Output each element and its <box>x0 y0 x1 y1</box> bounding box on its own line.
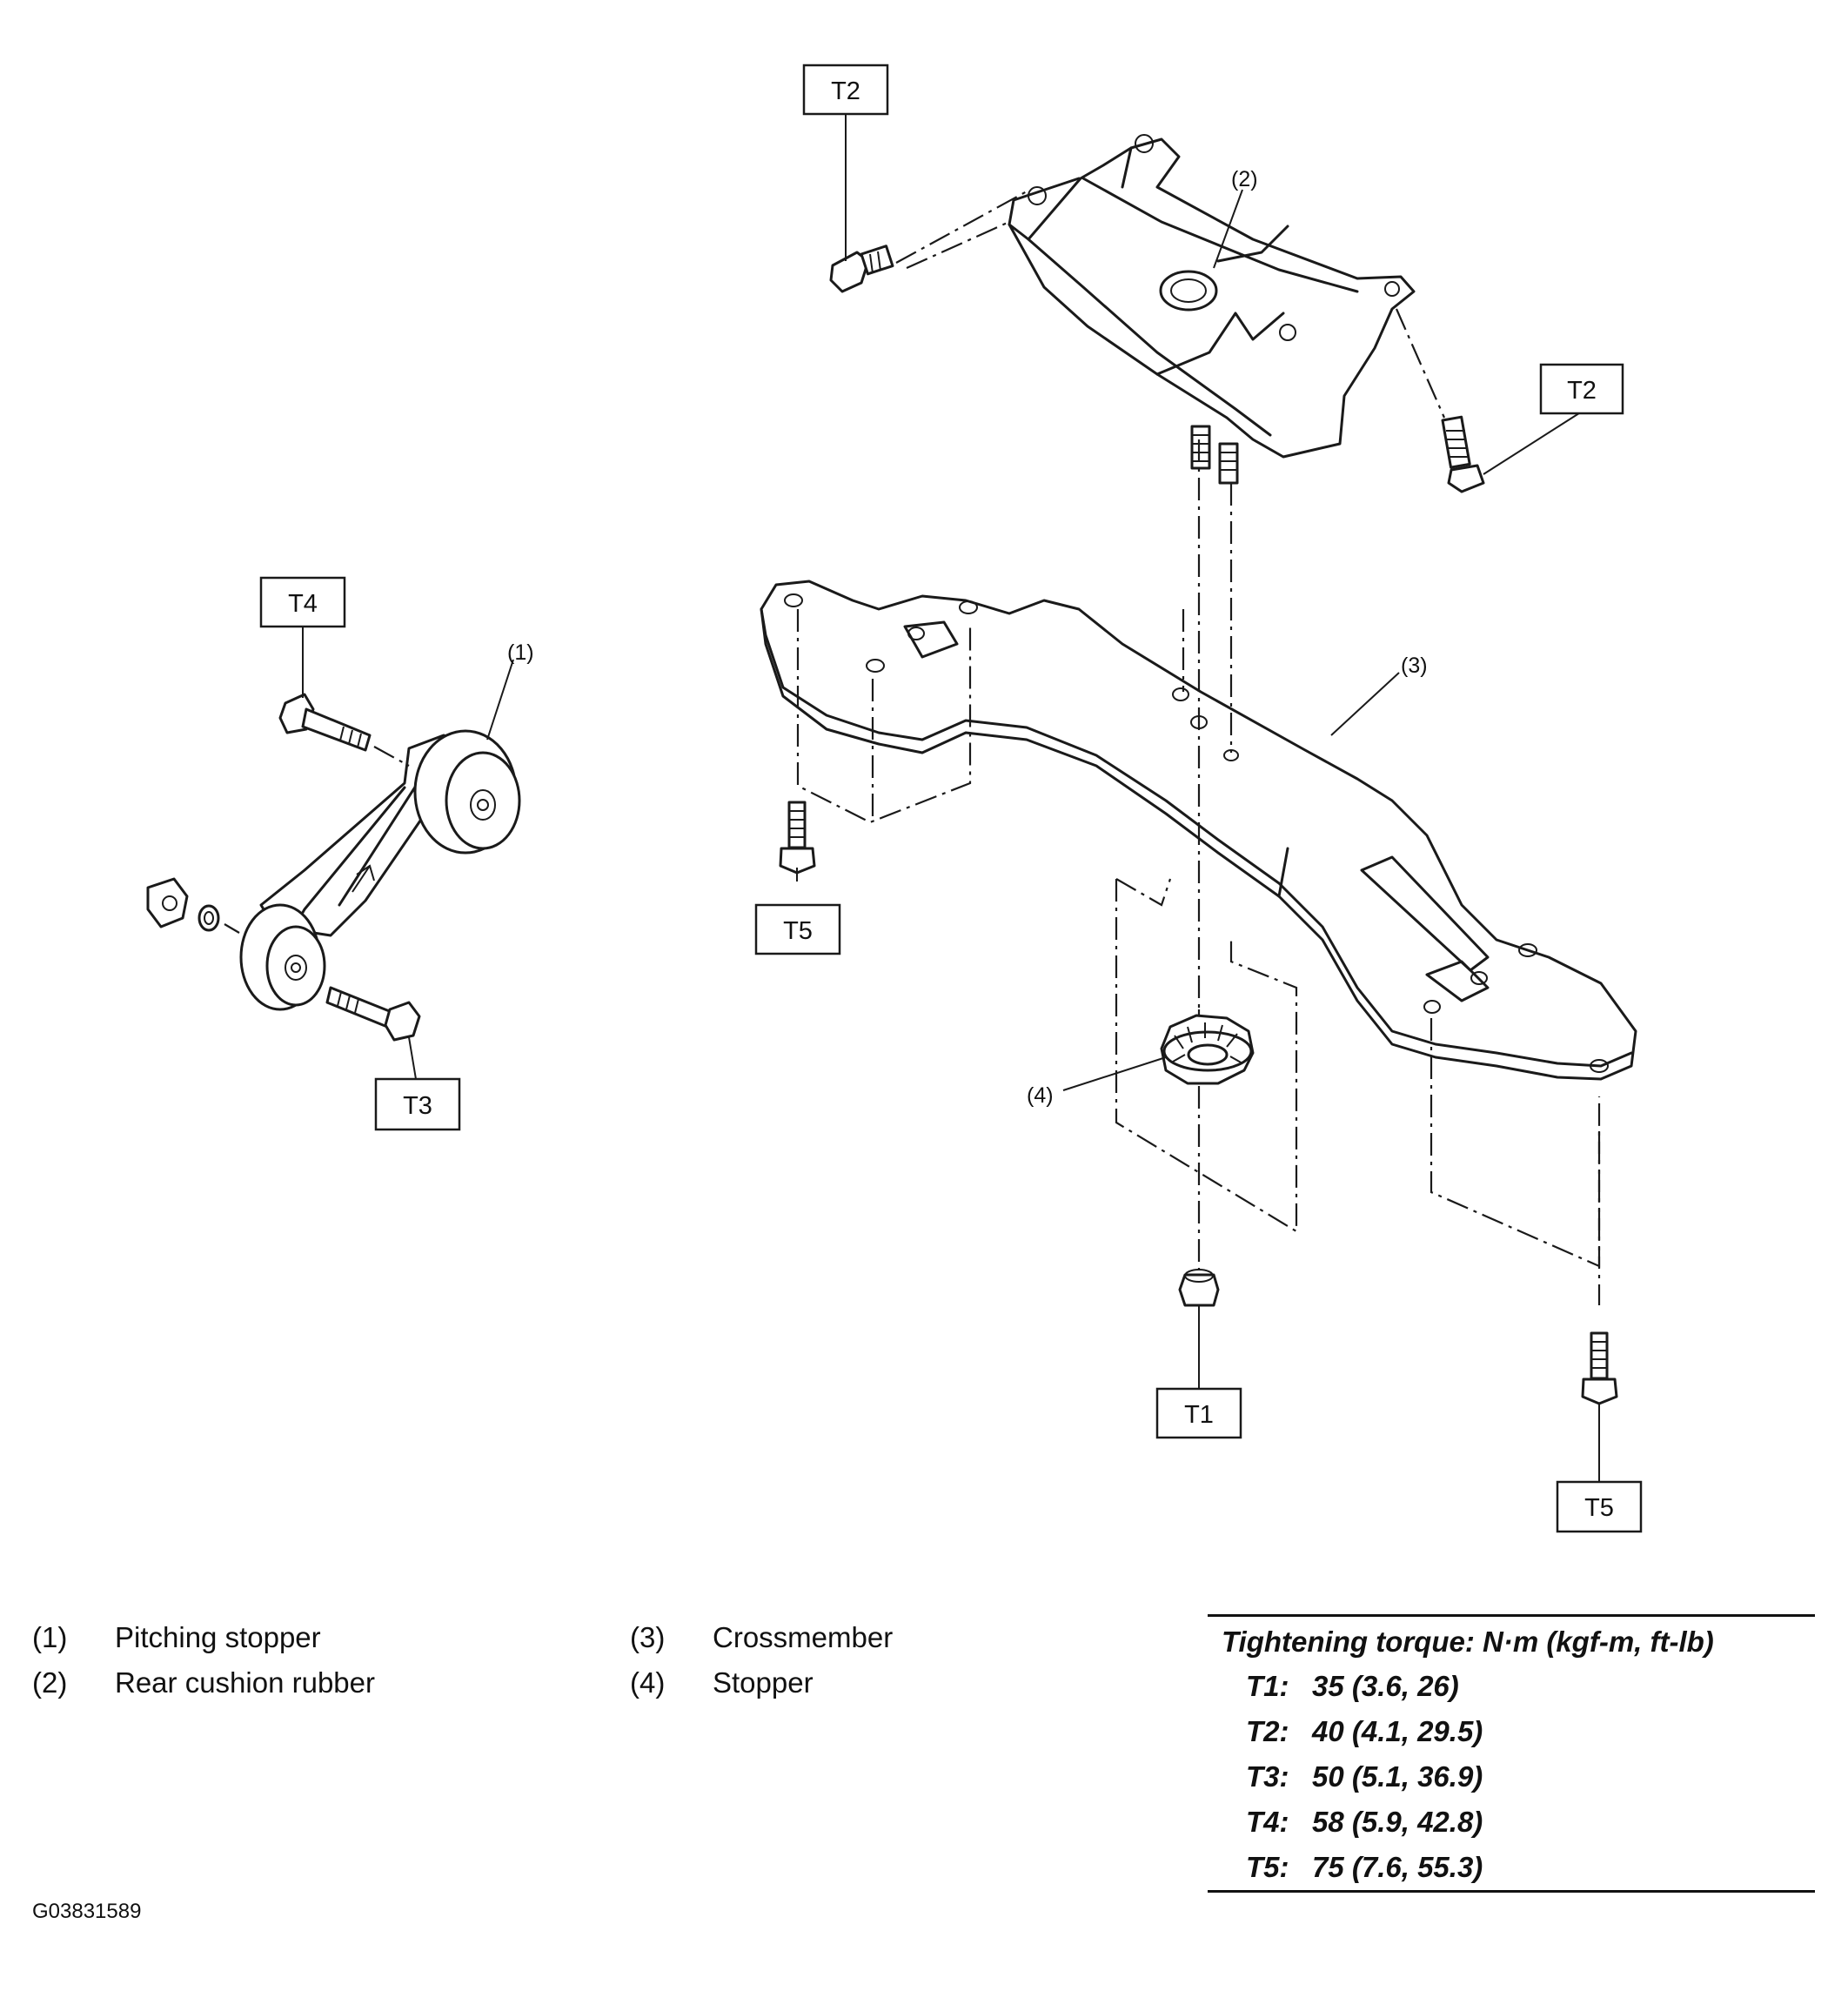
torque-row: T3: 50 (5.1, 36.9) <box>1208 1754 1815 1800</box>
torque-row: T5: 75 (7.6, 55.3) <box>1208 1845 1815 1890</box>
torque-key: T5: <box>1246 1851 1289 1883</box>
nut-t1 <box>1178 1269 1220 1307</box>
pitching-stopper <box>239 729 521 1011</box>
nut-and-washer <box>146 877 220 932</box>
callout-t2-top: T2 <box>802 64 889 116</box>
legend-num: (3) <box>630 1621 666 1653</box>
figure-id: G03831589 <box>32 1900 142 1923</box>
torque-value: 58 (5.9, 42.8) <box>1312 1806 1483 1838</box>
legend-item: (2) Rear cushion rubber <box>32 1660 375 1706</box>
legend-name: Pitching stopper <box>115 1621 321 1653</box>
torque-key: T3: <box>1246 1760 1289 1793</box>
torque-value: 75 (7.6, 55.3) <box>1312 1851 1483 1883</box>
torque-row: T1: 35 (3.6, 26) <box>1208 1664 1815 1709</box>
torque-row: T2: 40 (4.1, 29.5) <box>1208 1709 1815 1754</box>
svg-text:T2: T2 <box>1567 377 1597 405</box>
svg-text:T3: T3 <box>403 1092 432 1120</box>
part-number-2: (2) <box>1231 167 1258 191</box>
legend-num: (4) <box>630 1666 666 1699</box>
bolt-t2-right <box>1441 415 1485 493</box>
svg-text:T5: T5 <box>1584 1494 1614 1522</box>
svg-text:T2: T2 <box>831 77 860 105</box>
bolt-t4 <box>278 693 372 752</box>
torque-value: 40 (4.1, 29.5) <box>1312 1715 1483 1747</box>
callout-t1: T1 <box>1155 1387 1242 1439</box>
part-number-1: (1) <box>507 640 534 665</box>
stopper <box>1160 1014 1255 1085</box>
callout-t5-left: T5 <box>754 903 841 955</box>
legend-item: (3) Crossmember <box>630 1615 893 1660</box>
legend-left: (1) Pitching stopper (2) Rear cushion ru… <box>32 1615 375 1706</box>
svg-text:T4: T4 <box>288 590 318 618</box>
callout-t2-right: T2 <box>1539 363 1624 415</box>
legend-item: (4) Stopper <box>630 1660 893 1706</box>
torque-key: T1: <box>1246 1670 1289 1702</box>
legend-name: Stopper <box>713 1666 814 1699</box>
torque-key: T4: <box>1246 1806 1289 1838</box>
svg-text:T5: T5 <box>783 917 813 945</box>
legend-name: Crossmember <box>713 1621 894 1653</box>
svg-text:T1: T1 <box>1184 1401 1214 1429</box>
torque-header: Tightening torque: N·m (kgf-m, ft-lb) <box>1222 1626 1714 1658</box>
bolt-t3 <box>325 986 421 1042</box>
legend-item: (1) Pitching stopper <box>32 1615 375 1660</box>
part-number-4: (4) <box>1027 1083 1054 1108</box>
legend-num: (1) <box>32 1621 68 1653</box>
legend-name: Rear cushion rubber <box>115 1666 375 1699</box>
torque-table: Tightening torque: N·m (kgf-m, ft-lb) T1… <box>1208 1614 1815 1893</box>
legend-right: (3) Crossmember (4) Stopper <box>630 1615 893 1706</box>
bolt-t5-left <box>779 801 816 875</box>
bolt-t2-left <box>829 245 894 293</box>
torque-value: 50 (5.1, 36.9) <box>1312 1760 1483 1793</box>
callout-t4: T4 <box>259 576 346 628</box>
legend-num: (2) <box>32 1666 68 1699</box>
bolt-t5-right <box>1581 1331 1618 1405</box>
torque-row: T4: 58 (5.9, 42.8) <box>1208 1800 1815 1845</box>
callout-t3: T3 <box>374 1077 461 1131</box>
torque-key: T2: <box>1246 1715 1289 1747</box>
rear-cushion-rubber <box>1008 134 1416 485</box>
callout-t5-right: T5 <box>1556 1480 1643 1533</box>
part-number-3: (3) <box>1401 654 1428 678</box>
torque-value: 35 (3.6, 26) <box>1312 1670 1459 1702</box>
